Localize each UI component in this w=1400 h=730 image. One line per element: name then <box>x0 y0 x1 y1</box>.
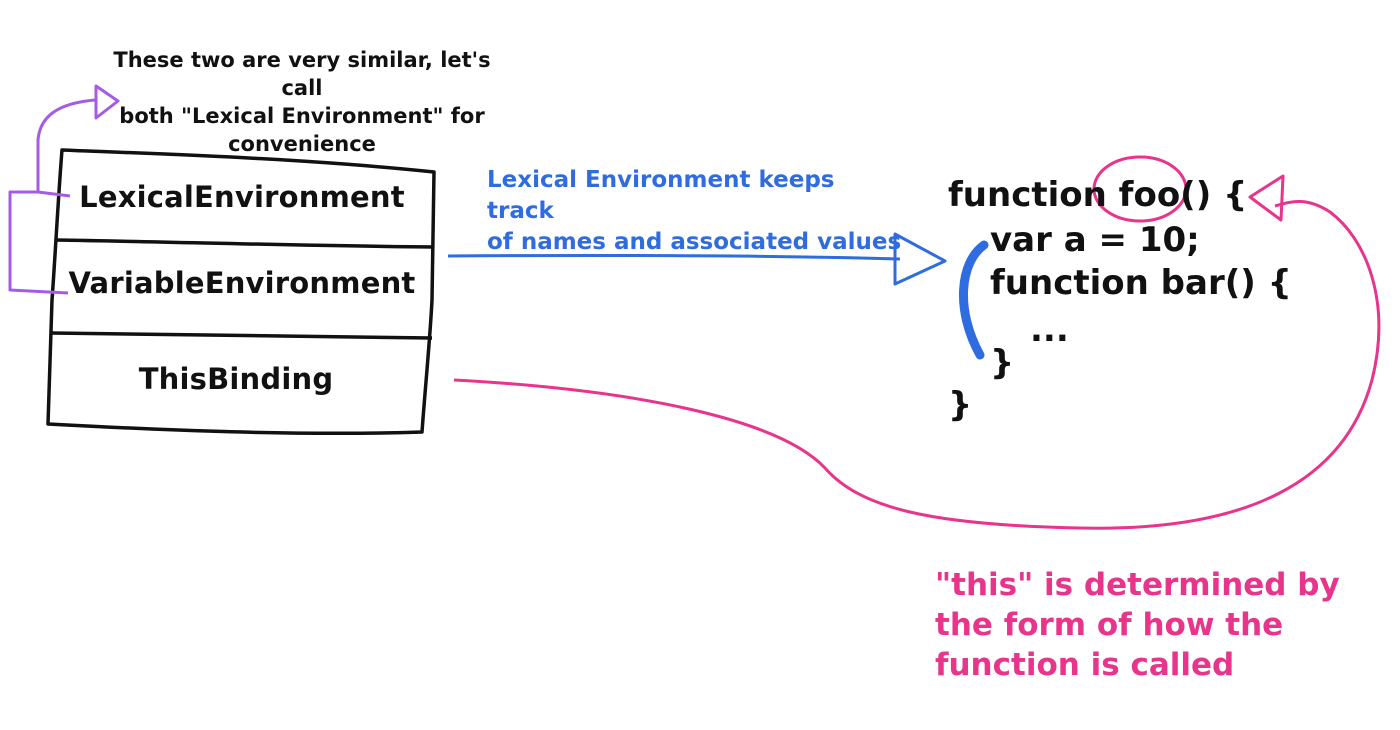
similarity-note: These two are very similar, let's call b… <box>92 46 512 158</box>
code-line: function foo() { <box>948 175 1248 215</box>
context-box-outline <box>46 148 436 436</box>
lexical-environment-row: LexicalEnvironment <box>79 180 405 214</box>
context-box-divider-2 <box>49 331 433 340</box>
lexical-environment-note-line: of names and associated values <box>487 229 902 255</box>
blue-arrow-head <box>893 232 947 286</box>
pink-arrow-shaft <box>453 200 1381 530</box>
pink-circle <box>1092 155 1188 223</box>
blue-arrow-shaft <box>447 253 901 261</box>
similarity-note-line: These two are very similar, let's call <box>113 48 491 100</box>
purple-bracket <box>8 190 71 295</box>
this-binding-note: "this" is determined by the form of how … <box>935 565 1355 685</box>
this-binding-row: ThisBinding <box>138 362 334 396</box>
purple-arrow-head <box>94 84 120 120</box>
code-line: var a = 10; <box>990 220 1200 260</box>
code-line: } <box>990 343 1015 383</box>
purple-arrow-shaft <box>36 98 96 192</box>
pink-arrow-head <box>1248 174 1285 222</box>
context-box-divider-1 <box>55 238 435 249</box>
similarity-note-line: both "Lexical Environment" for <box>119 104 485 128</box>
variable-environment-row: VariableEnvironment <box>68 266 416 300</box>
similarity-note-line: convenience <box>228 132 376 156</box>
code-line: ... <box>1030 310 1069 350</box>
blue-scope-bracket <box>959 240 989 360</box>
code-line: } <box>948 385 973 425</box>
code-line: function bar() { <box>990 263 1292 303</box>
this-binding-note-line: function is called <box>935 647 1235 683</box>
lexical-environment-note-line: Lexical Environment keeps track <box>487 167 835 224</box>
lexical-environment-note: Lexical Environment keeps track of names… <box>487 165 907 258</box>
this-binding-note-line: the form of how the <box>935 607 1284 643</box>
this-binding-note-line: "this" is determined by <box>935 567 1340 603</box>
